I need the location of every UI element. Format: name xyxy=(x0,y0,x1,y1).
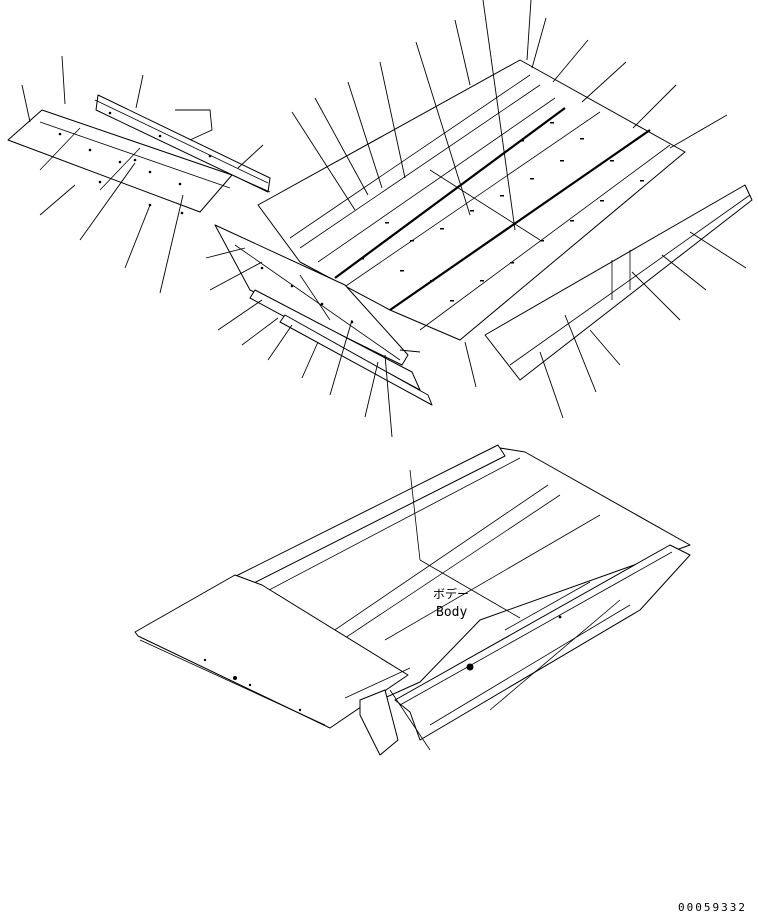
liner-panel-small xyxy=(7,94,271,215)
callout-leader-lines xyxy=(21,0,747,438)
liner-floor-main xyxy=(257,59,686,341)
body-assembly: ボデー Body xyxy=(134,444,691,756)
body-label-jp: ボデー xyxy=(433,586,469,601)
floor-slot-holes xyxy=(360,122,644,302)
body-label-en: Body xyxy=(436,605,467,620)
liner-side-right xyxy=(484,184,753,381)
document-number: 00059332 xyxy=(678,901,747,914)
